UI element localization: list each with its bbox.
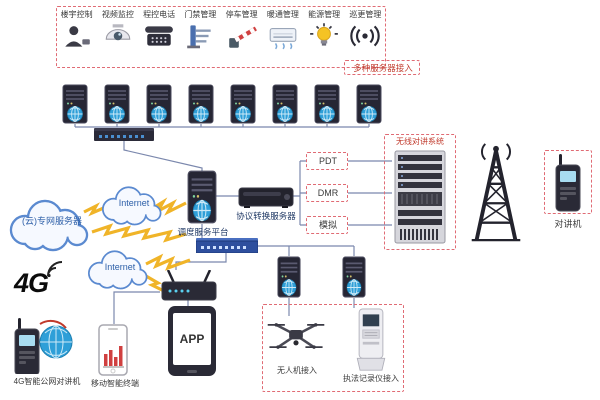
blue-switch-icon xyxy=(196,238,258,253)
bulb-icon xyxy=(310,23,338,46)
subsystem-label: 停车管理 xyxy=(225,10,258,19)
recorder-label: 执法记录仪接入 xyxy=(343,374,399,383)
subsystem-telephone: 程控电话 xyxy=(139,9,179,50)
server-icon xyxy=(146,84,172,124)
mobile-terminal-label: 移动智能终端 xyxy=(91,379,139,388)
server-icon xyxy=(188,84,214,124)
public-handset-label: 4G智能公网对讲机 xyxy=(13,377,81,386)
mode-label: DMR xyxy=(317,188,339,198)
patrol-icon xyxy=(350,25,381,47)
subsystem-building-control: 楼宇控制 xyxy=(57,9,97,50)
wireless-system-box xyxy=(384,134,456,250)
protocol-server-icon xyxy=(238,187,294,208)
mobile-terminal-icon xyxy=(98,324,128,376)
server-icon xyxy=(104,84,130,124)
radio-wave-icon xyxy=(481,143,511,161)
server-icon xyxy=(356,84,382,124)
server-icon xyxy=(314,84,340,124)
mode-label: PDT xyxy=(319,156,337,166)
router-icon xyxy=(161,270,217,301)
mode-box-dmr: DMR xyxy=(306,184,348,202)
wireless-system-title: 无线对讲系统 xyxy=(396,137,444,146)
dispatch-server-label: 调度服务平台 xyxy=(177,227,229,237)
handset-label: 对讲机 xyxy=(554,219,582,229)
subsystem-label: 程控电话 xyxy=(143,10,176,19)
server-icon xyxy=(277,256,301,298)
barrier-icon xyxy=(228,26,257,48)
app-screen-label: APP xyxy=(173,313,211,365)
camera-icon xyxy=(105,24,131,41)
gate-icon xyxy=(187,25,212,49)
subsystem-hvac: 暖通管理 xyxy=(263,9,303,50)
home-button-icon xyxy=(187,370,197,373)
protocol-server-label: 协议转换服务器 xyxy=(236,211,296,221)
handset-box xyxy=(544,150,592,214)
switch-icon xyxy=(94,128,154,141)
hvac-icon xyxy=(269,28,297,50)
subsystem-label: 暖通管理 xyxy=(266,10,299,19)
public-handset-icon xyxy=(14,317,73,374)
subsystem-label: 能源管理 xyxy=(308,10,341,19)
dispatch-server-icon xyxy=(187,170,217,224)
mode-box-pdt: PDT xyxy=(306,152,348,170)
server-icon xyxy=(342,256,366,298)
subsystem-label: 视频监控 xyxy=(101,10,134,19)
private-cloud-label: (云)专网服务器 xyxy=(22,216,82,226)
subsystem-patrol: 巡更管理 xyxy=(345,9,385,50)
subsystem-energy: 能源管理 xyxy=(304,9,344,50)
subsystem-items: 楼宇控制 视频监控 程控电话 xyxy=(56,6,386,68)
drone-icon xyxy=(267,323,325,349)
subsystem-panel xyxy=(56,6,386,68)
mode-box-analog: 模拟 xyxy=(306,216,348,234)
server-access-box: 多种服务器接入 xyxy=(344,60,420,75)
subsystem-label: 门禁管理 xyxy=(184,10,217,19)
server-icon xyxy=(230,84,256,124)
app-phone-icon: APP xyxy=(168,306,216,376)
server-icon xyxy=(272,84,298,124)
server-icon xyxy=(62,84,88,124)
internet-cloud-label: Internet xyxy=(118,198,150,208)
signal-arcs-icon xyxy=(47,261,63,278)
subsystem-label: 巡更管理 xyxy=(349,10,382,19)
radio-rack-icon xyxy=(394,150,446,244)
antenna-tower-icon xyxy=(471,143,521,242)
4g-mark: 4G xyxy=(14,268,49,298)
field-access-box xyxy=(262,304,404,392)
internet-cloud-label: Internet xyxy=(104,262,136,272)
walkie-talkie-icon xyxy=(555,154,581,212)
subsystem-access-control: 门禁管理 xyxy=(180,9,220,50)
drone-label: 无人机接入 xyxy=(277,366,317,375)
person-icon xyxy=(64,26,90,47)
subsystem-parking: 停车管理 xyxy=(222,9,262,50)
server-access-label: 多种服务器接入 xyxy=(353,63,413,73)
subsystem-video-surveillance: 视频监控 xyxy=(98,9,138,50)
mode-label: 模拟 xyxy=(318,220,337,230)
phone-icon xyxy=(145,26,173,46)
subsystem-label: 楼宇控制 xyxy=(60,10,93,19)
recorder-kiosk-icon xyxy=(356,308,386,371)
